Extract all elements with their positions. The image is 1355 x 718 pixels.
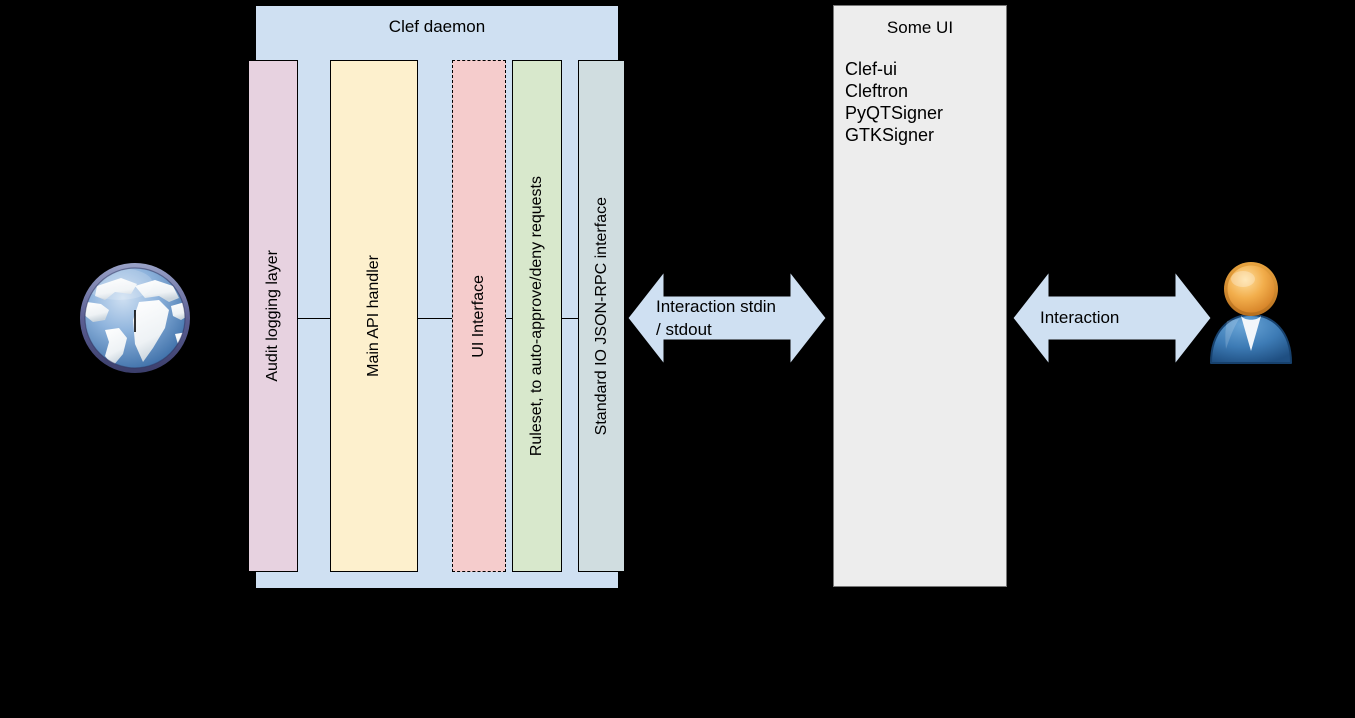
component-label: Standard IO JSON-RPC interface [592,196,610,436]
user-icon [1203,255,1299,365]
stdio-arrow-label: Interaction stdin / stdout [656,295,806,341]
interaction-arrow-label-line1: Interaction [1040,308,1120,327]
stdio-arrow-label-line2: / stdout [656,320,712,339]
stdio-arrow-label-line1: Interaction stdin [656,297,777,316]
connector-ruleset-to-stdio [562,318,578,319]
component-ruleset[interactable]: Ruleset, to auto-approve/deny requests [512,60,562,572]
interaction-arrow-label: Interaction [1040,306,1200,329]
list-item: PyQTSigner [845,103,944,123]
globe-icon [75,258,195,378]
list-item: Clef-ui [845,59,898,79]
connector-uiinterface-to-ruleset [506,318,512,319]
connector-audit-to-mainapi [298,318,330,319]
component-audit-logging-layer[interactable]: Audit logging layer [248,60,298,572]
stdio-arrow [628,272,826,364]
some-ui-title: Some UI [886,18,954,37]
component-main-api-handler[interactable]: Main API handler [330,60,418,572]
component-label: Audit logging layer [264,250,281,382]
list-item: Cleftron [845,81,909,101]
component-label: Ruleset, to auto-approve/deny requests [528,175,545,457]
component-ui-interface[interactable]: UI Interface [452,60,506,572]
interaction-arrow [1013,272,1211,364]
some-ui-panel[interactable]: Some UI Clef-ui Cleftron PyQTSigner GTKS… [833,5,1007,587]
clef-daemon-title: Clef daemon [388,17,486,36]
component-label: Main API handler [365,255,382,377]
some-ui-list: Clef-ui Cleftron PyQTSigner GTKSigner [845,58,943,146]
list-item: GTKSigner [845,125,935,145]
component-standard-io-jsonrpc-interface[interactable]: Standard IO JSON-RPC interface [578,60,625,572]
connector-mainapi-to-uiinterface [418,318,452,319]
clef-daemon-container [256,6,618,588]
component-label: UI Interface [470,274,487,358]
